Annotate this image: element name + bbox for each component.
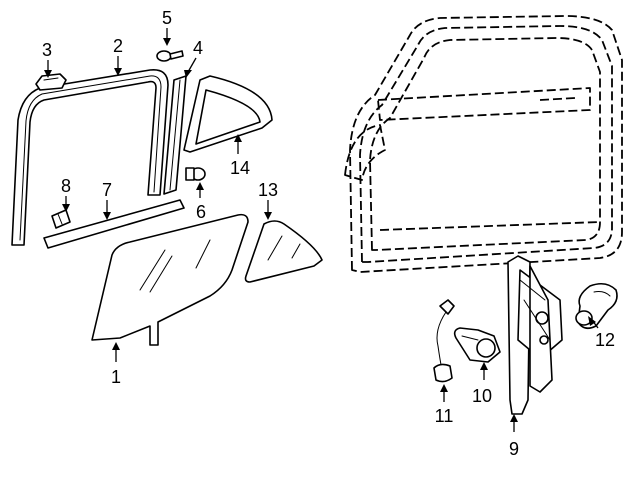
callout-7: 7 xyxy=(102,180,112,200)
wiring-harness xyxy=(433,299,455,383)
callout-4: 4 xyxy=(193,38,203,58)
callout-labels: 1 2 3 4 5 6 7 8 9 10 11 12 13 14 xyxy=(42,8,615,459)
door-glass xyxy=(91,213,249,346)
leaders xyxy=(44,28,599,432)
callout-2: 2 xyxy=(113,36,123,56)
quarter-glass xyxy=(244,220,323,283)
belt-weatherstrip xyxy=(43,199,185,249)
callout-11: 11 xyxy=(435,406,454,426)
callout-13: 13 xyxy=(258,180,278,200)
callout-12: 12 xyxy=(595,330,615,350)
rubber-boot xyxy=(575,282,618,330)
regulator-motor xyxy=(453,327,501,363)
bolt-upper xyxy=(156,50,184,62)
division-channel xyxy=(163,75,187,195)
weatherstrip-clip xyxy=(51,209,71,229)
callout-9: 9 xyxy=(509,439,519,459)
callout-10: 10 xyxy=(472,386,492,406)
callout-1: 1 xyxy=(111,367,121,387)
callout-14: 14 xyxy=(230,158,250,178)
callout-5: 5 xyxy=(162,8,172,28)
clip-part xyxy=(35,73,67,91)
door-shell xyxy=(344,15,623,273)
frame-molding xyxy=(11,68,169,246)
callout-6: 6 xyxy=(196,202,206,222)
callout-3: 3 xyxy=(42,40,52,60)
window-regulator xyxy=(507,255,563,415)
bolt-lower xyxy=(185,167,206,181)
quarter-window-frame xyxy=(183,75,273,153)
callout-8: 8 xyxy=(61,176,71,196)
